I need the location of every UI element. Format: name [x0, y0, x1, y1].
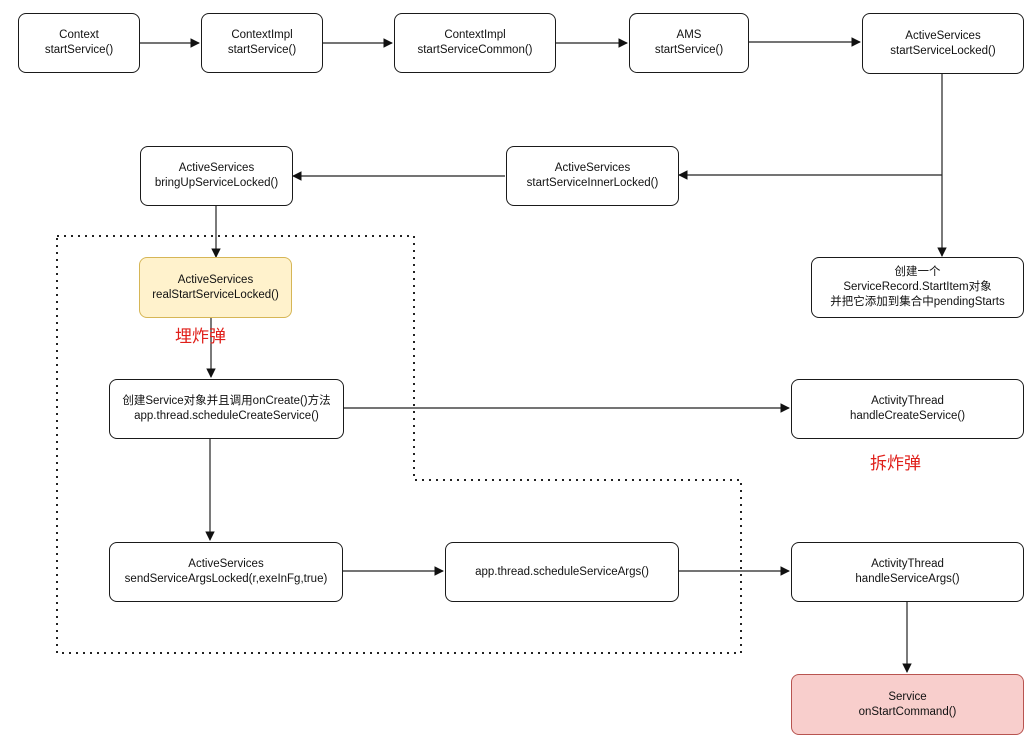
node-label-line: app.thread.scheduleCreateService() [134, 410, 319, 422]
node-create-service-schedulecreateservice: 创建Service对象并且调用onCreate()方法 app.thread.s… [109, 379, 344, 439]
node-label-line: ActiveServices [177, 273, 254, 286]
annotation-defuse-bomb: 拆炸弹 [870, 454, 921, 474]
node-service-onstartcommand: Service onStartCommand() [791, 674, 1024, 735]
node-label-line: 创建一个 [894, 266, 941, 278]
bomb-region-dotted-boundary [56, 235, 742, 654]
node-label-line: Service [888, 690, 927, 703]
node-label-line: app.thread.scheduleServiceArgs() [475, 565, 649, 578]
node-activeservices-startserviceinnerlocked: ActiveServices startServiceInnerLocked() [506, 146, 679, 206]
annotation-bury-bomb: 埋炸弹 [175, 327, 226, 347]
node-create-startitem-pendingstarts: 创建一个 ServiceRecord.StartItem对象 并把它添加到集合中… [811, 257, 1024, 318]
node-label-line: handleServiceArgs() [855, 573, 960, 585]
node-label-line: Context [59, 29, 99, 41]
node-label-line: ActiveServices [905, 29, 981, 42]
node-context-startservice: Context startService() [18, 13, 140, 73]
node-activitythread-handleserviceargs: ActivityThread handleServiceArgs() [791, 542, 1024, 602]
node-label-line: ActiveServices [188, 558, 264, 570]
node-label-line: ServiceRecord.StartItem对象 [843, 281, 992, 293]
node-label-line: 创建Service对象并且调用onCreate()方法 [122, 395, 331, 407]
node-app-thread-scheduleserviceargs: app.thread.scheduleServiceArgs() [445, 542, 679, 602]
node-label-line: ContextImpl [231, 29, 293, 41]
node-contextimpl-startservice: ContextImpl startService() [201, 13, 323, 73]
node-label-line: startService() [44, 44, 114, 56]
node-ams-startservice: AMS startService() [629, 13, 749, 73]
node-label-line: startServiceInnerLocked() [526, 177, 659, 189]
node-label-line: realStartServiceLocked() [152, 288, 279, 301]
node-activitythread-handlecreateservice: ActivityThread handleCreateService() [791, 379, 1024, 439]
node-activeservices-sendserviceargslocked: ActiveServices sendServiceArgsLocked(r,e… [109, 542, 343, 602]
node-label-line: AMS [676, 29, 702, 41]
node-label-line: startServiceLocked() [890, 44, 996, 57]
node-label-line: ActiveServices [178, 162, 255, 174]
node-label-line: startService() [654, 44, 724, 56]
node-label-line: ContextImpl [444, 29, 506, 41]
node-activeservices-bringupservicelocked: ActiveServices bringUpServiceLocked() [140, 146, 293, 206]
node-label-line: handleCreateService() [849, 410, 966, 422]
node-activeservices-startservicelocked: ActiveServices startServiceLocked() [862, 13, 1024, 74]
node-label-line: sendServiceArgsLocked(r,exeInFg,true) [124, 573, 328, 585]
node-label-line: 并把它添加到集合中pendingStarts [830, 296, 1005, 308]
node-label-line: startService() [227, 44, 297, 56]
node-label-line: ActiveServices [554, 162, 631, 174]
node-label-line: ActivityThread [871, 395, 944, 407]
node-label-line: bringUpServiceLocked() [154, 177, 279, 189]
node-contextimpl-startservicecommon: ContextImpl startServiceCommon() [394, 13, 556, 73]
node-label-line: onStartCommand() [858, 705, 957, 718]
node-label-line: startServiceCommon() [417, 44, 533, 56]
node-activeservices-realstartservicelocked: ActiveServices realStartServiceLocked() [139, 257, 292, 318]
node-label-line: ActivityThread [871, 558, 944, 570]
